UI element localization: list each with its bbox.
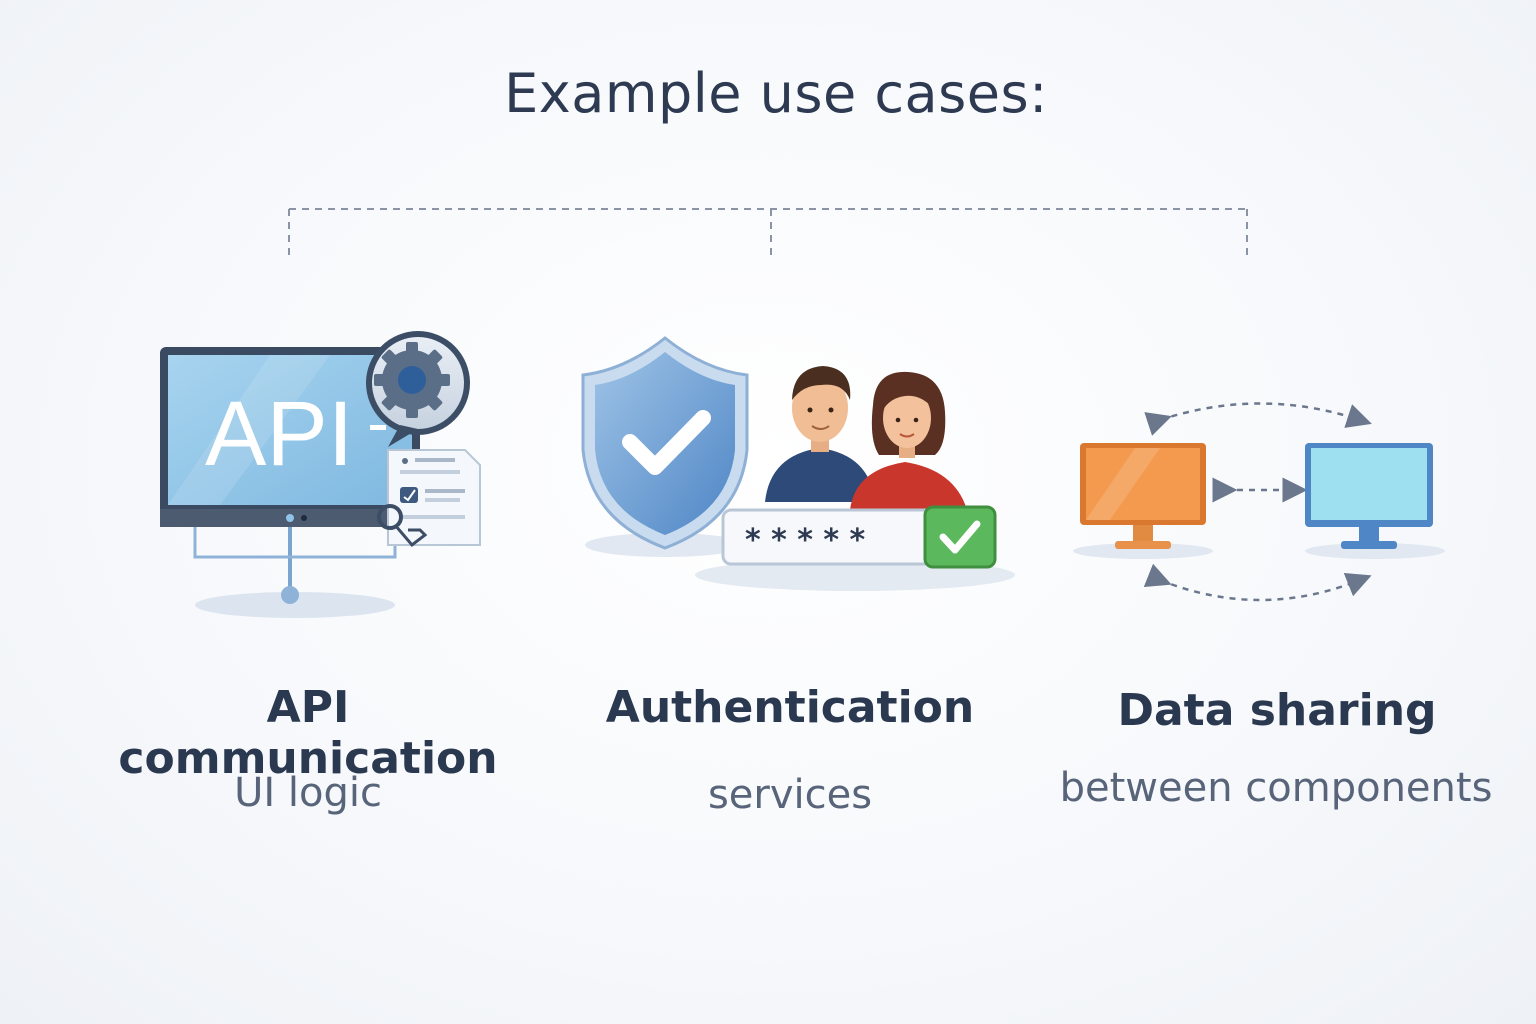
case-sublabel-auth: services [707, 772, 873, 818]
case-label-auth: Authentication [605, 682, 975, 733]
api-screen-text: API [205, 383, 353, 485]
bracket-connector [288, 208, 1248, 260]
case-sublabel-data: between components [1059, 765, 1493, 811]
password-mask: * * * * * [745, 523, 866, 558]
page-title: Example use cases: [504, 62, 1048, 125]
api-monitor-icon: API [160, 331, 481, 618]
case-label-data: Data sharing [1117, 685, 1437, 736]
case-label-api: API communication [118, 682, 498, 784]
case-sublabel-api: UI logic [234, 770, 382, 816]
shield-users-password-icon: * * * * * [581, 336, 1015, 591]
computers-exchange-icon [1073, 402, 1445, 602]
